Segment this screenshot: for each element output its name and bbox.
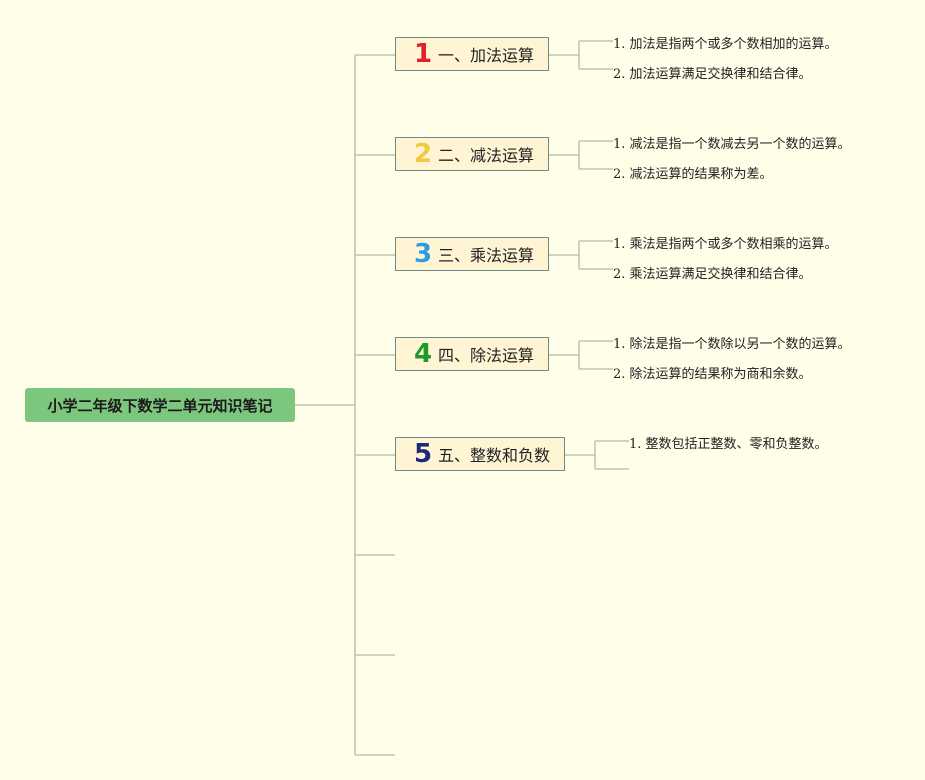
subtopic-item[interactable]: 1. 乘法是指两个或多个数相乘的运算。 <box>613 237 838 252</box>
subtopic-item[interactable]: 1. 加法是指两个或多个数相加的运算。 <box>613 37 838 52</box>
topic-label: 一、加法运算 <box>438 46 535 65</box>
number-5-icon: 5 <box>413 439 433 469</box>
topic-subtraction[interactable]: 2 二、减法运算 <box>395 137 549 171</box>
topic-label: 四、除法运算 <box>438 346 535 365</box>
topic-division[interactable]: 4 四、除法运算 <box>395 337 549 371</box>
number-1-icon: 1 <box>413 39 433 69</box>
topic-label: 三、乘法运算 <box>438 246 535 265</box>
subtopic-item[interactable]: 1. 减法是指一个数减去另一个数的运算。 <box>613 137 851 152</box>
root-topic-label: 小学二年级下数学二单元知识笔记 <box>47 396 273 415</box>
number-2-icon: 2 <box>413 139 433 169</box>
number-4-icon: 4 <box>413 339 433 369</box>
subtopic-item[interactable]: 1. 整数包括正整数、零和负整数。 <box>629 437 828 452</box>
topic-addition[interactable]: 1 一、加法运算 <box>395 37 549 71</box>
subtopic-item[interactable]: 2. 除法运算的结果称为商和余数。 <box>613 367 812 382</box>
topic-multiplication[interactable]: 3 三、乘法运算 <box>395 237 549 271</box>
topic-label: 二、减法运算 <box>438 146 535 165</box>
root-topic[interactable]: 小学二年级下数学二单元知识笔记 <box>25 388 295 422</box>
subtopic-item[interactable]: 2. 乘法运算满足交换律和结合律。 <box>613 267 812 282</box>
subtopic-item[interactable]: 2. 加法运算满足交换律和结合律。 <box>613 67 812 82</box>
topic-integers[interactable]: 5 五、整数和负数 <box>395 437 565 471</box>
subtopic-item[interactable]: 2. 减法运算的结果称为差。 <box>613 167 773 182</box>
subtopic-item[interactable]: 1. 除法是指一个数除以另一个数的运算。 <box>613 337 851 352</box>
topic-label: 五、整数和负数 <box>438 446 551 465</box>
number-3-icon: 3 <box>413 239 433 269</box>
